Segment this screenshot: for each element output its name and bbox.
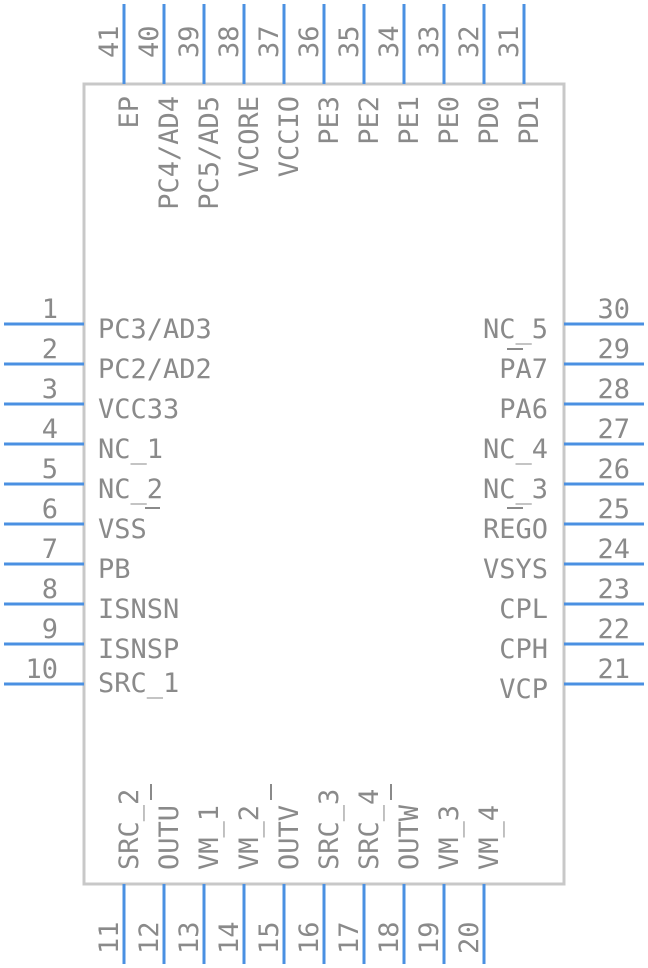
pin-16-number: 16 (294, 921, 325, 954)
pin-24-number: 24 (597, 534, 630, 565)
pin-14-number: 14 (214, 921, 245, 954)
pin-1-number: 1 (42, 294, 58, 325)
pin-13-number: 13 (174, 921, 205, 954)
pin-14-label: VM_2 (234, 805, 265, 870)
pin-3-number: 3 (42, 374, 58, 405)
pin-7-label: PB (98, 554, 131, 585)
pin-33-number: 33 (414, 25, 445, 58)
pin-21-number: 21 (597, 654, 630, 685)
pin-32-number: 32 (454, 25, 485, 58)
pin-39-number: 39 (174, 25, 205, 58)
pin-30-label: NC_5 (483, 314, 548, 345)
pin-31-number: 31 (494, 25, 525, 58)
pin-41-number: 41 (94, 25, 125, 58)
pin-4-number: 4 (42, 414, 58, 445)
pin-8-number: 8 (42, 574, 58, 605)
pin-35-label: PE2 (354, 96, 385, 145)
pin-10-number: 10 (25, 654, 58, 685)
pin-28-number: 28 (597, 374, 630, 405)
pin-10-label: SRC_1 (98, 668, 179, 699)
pin-18-label: OUTW (394, 804, 425, 870)
pin-37-number: 37 (254, 25, 285, 58)
pin-27-label: NC_4 (483, 434, 548, 465)
pin-19-number: 19 (414, 921, 445, 954)
pin-7-number: 7 (42, 534, 58, 565)
pin-18-number: 18 (374, 921, 405, 954)
pin-19-label: VM_3 (434, 805, 465, 870)
pin-22-label: CPH (499, 634, 548, 665)
pin-17-label: SRC_4 (354, 789, 385, 870)
pin-22-number: 22 (597, 614, 630, 645)
pin-21-label: VCP (499, 674, 548, 705)
pin-29-label: PA7 (499, 354, 548, 385)
pin-5-number: 5 (42, 454, 58, 485)
pin-36-number: 36 (294, 25, 325, 58)
pin-12-label: OUTU (154, 805, 185, 870)
pin-3-label: VCC33 (98, 394, 179, 425)
pin-2-number: 2 (42, 334, 58, 365)
pin-29-number: 29 (597, 334, 630, 365)
pin-40-number: 40 (134, 25, 165, 58)
pin-5-label: NC_2 (98, 474, 163, 505)
pin-33-label: PE0 (434, 96, 465, 145)
pin-31-label: PD1 (514, 96, 545, 145)
pin-28-label: PA6 (499, 394, 548, 425)
pin-26-label: NC_3 (483, 474, 548, 505)
pin-8-label: ISNSN (98, 594, 179, 625)
pin-34-label: PE1 (394, 96, 425, 145)
pin-23-number: 23 (597, 574, 630, 605)
pin-1-label: PC3/AD3 (98, 314, 212, 345)
pin-20-label: VM_4 (474, 805, 505, 870)
pin-9-number: 9 (42, 614, 58, 645)
pin-30-number: 30 (597, 294, 630, 325)
pin-24-label: VSYS (483, 554, 548, 585)
pin-15-label: OUTV (274, 805, 305, 870)
pin-37-label: VCCIO (274, 96, 305, 177)
pin-11-label: SRC_2 (114, 789, 145, 870)
pin-23-label: CPL (499, 594, 548, 625)
pin-6-number: 6 (42, 494, 58, 525)
pin-26-number: 26 (597, 454, 630, 485)
pin-15-number: 15 (254, 921, 285, 954)
pin-9-label: ISNSP (98, 634, 179, 665)
pin-38-number: 38 (214, 25, 245, 58)
pin-36-label: PE3 (314, 96, 345, 145)
pin-20-number: 20 (454, 921, 485, 954)
pin-40-label: PC4/AD4 (154, 96, 185, 210)
pin-2-label: PC2/AD2 (98, 354, 212, 385)
pin-12-number: 12 (134, 921, 165, 954)
pin-13-label: VM_1 (194, 805, 225, 870)
pin-25-number: 25 (597, 494, 630, 525)
pin-34-number: 34 (374, 25, 405, 58)
pin-11-number: 11 (94, 921, 125, 954)
pin-6-label: VSS (98, 514, 147, 545)
pin-41-label: EP (114, 96, 145, 129)
pin-27-number: 27 (597, 414, 630, 445)
pin-38-label: VCORE (234, 96, 265, 177)
pin-17-number: 17 (334, 921, 365, 954)
pin-32-label: PD0 (474, 96, 505, 145)
pin-39-label: PC5/AD5 (194, 96, 225, 210)
pin-16-label: SRC_3 (314, 789, 345, 870)
pin-4-label: NC_1 (98, 434, 163, 465)
pin-35-number: 35 (334, 25, 365, 58)
pin-25-label: REGO (483, 514, 548, 545)
